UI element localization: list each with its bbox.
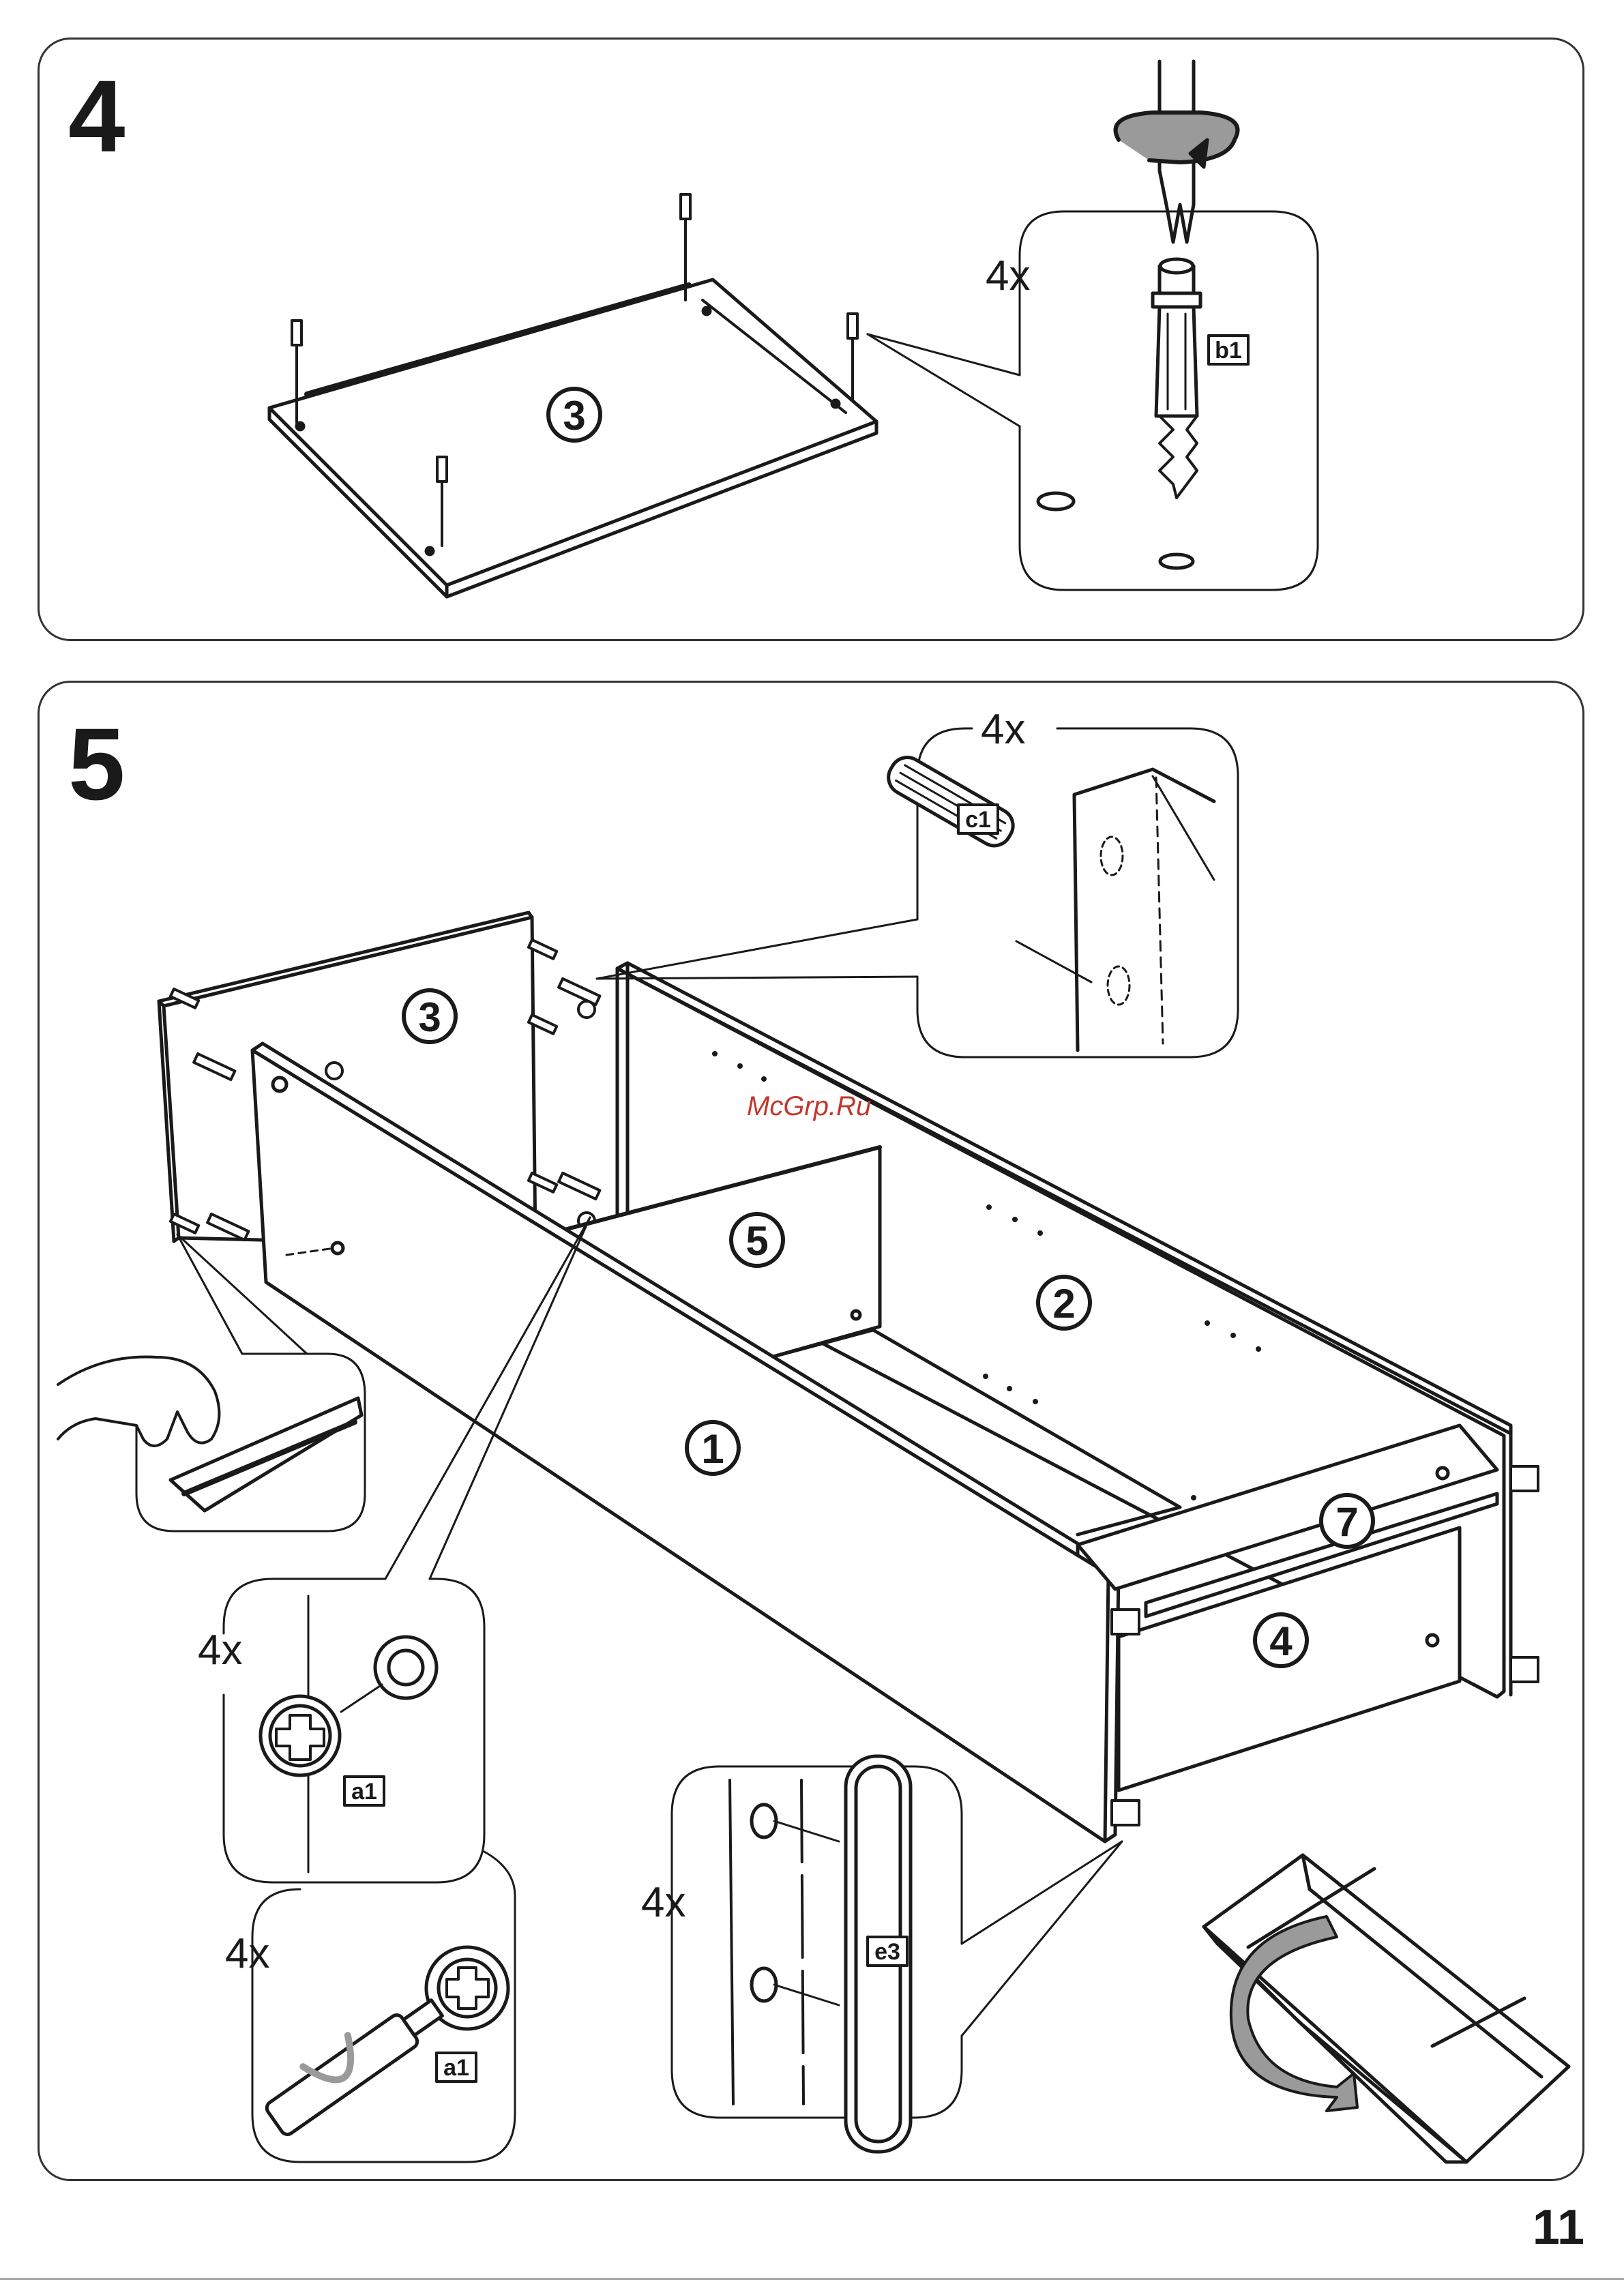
svg-text:4x: 4x	[981, 706, 1025, 753]
glide-detail: 4x e3	[641, 1756, 1122, 2152]
svg-text:5: 5	[745, 1218, 768, 1264]
bottom-rule	[0, 2278, 1624, 2280]
svg-text:4x: 4x	[198, 1627, 242, 1674]
svg-text:4: 4	[1269, 1618, 1293, 1664]
svg-text:4x: 4x	[225, 1930, 269, 1977]
svg-text:7: 7	[1335, 1499, 1358, 1545]
watermark-text: McGrp.Ru	[747, 1091, 871, 1121]
svg-text:4x: 4x	[641, 1879, 685, 1926]
svg-text:4x: 4x	[986, 252, 1030, 299]
page-number: 11	[1533, 2200, 1584, 2255]
flip-rotate-icon	[1204, 1855, 1569, 2162]
svg-text:c1: c1	[965, 807, 991, 833]
svg-text:3: 3	[418, 994, 441, 1040]
cam-tighten-detail: 4x a1	[225, 1852, 515, 2162]
step4-zoom-detail: 4x b1	[868, 61, 1318, 590]
svg-text:1: 1	[701, 1426, 724, 1472]
svg-text:b1: b1	[1215, 338, 1242, 364]
svg-text:a1: a1	[351, 1779, 377, 1805]
svg-text:2: 2	[1052, 1281, 1075, 1327]
svg-text:e3: e3	[874, 1939, 900, 1965]
svg-text:3: 3	[563, 393, 585, 439]
svg-text:a1: a1	[443, 2055, 469, 2081]
step4-panel-label: 3	[548, 389, 600, 441]
